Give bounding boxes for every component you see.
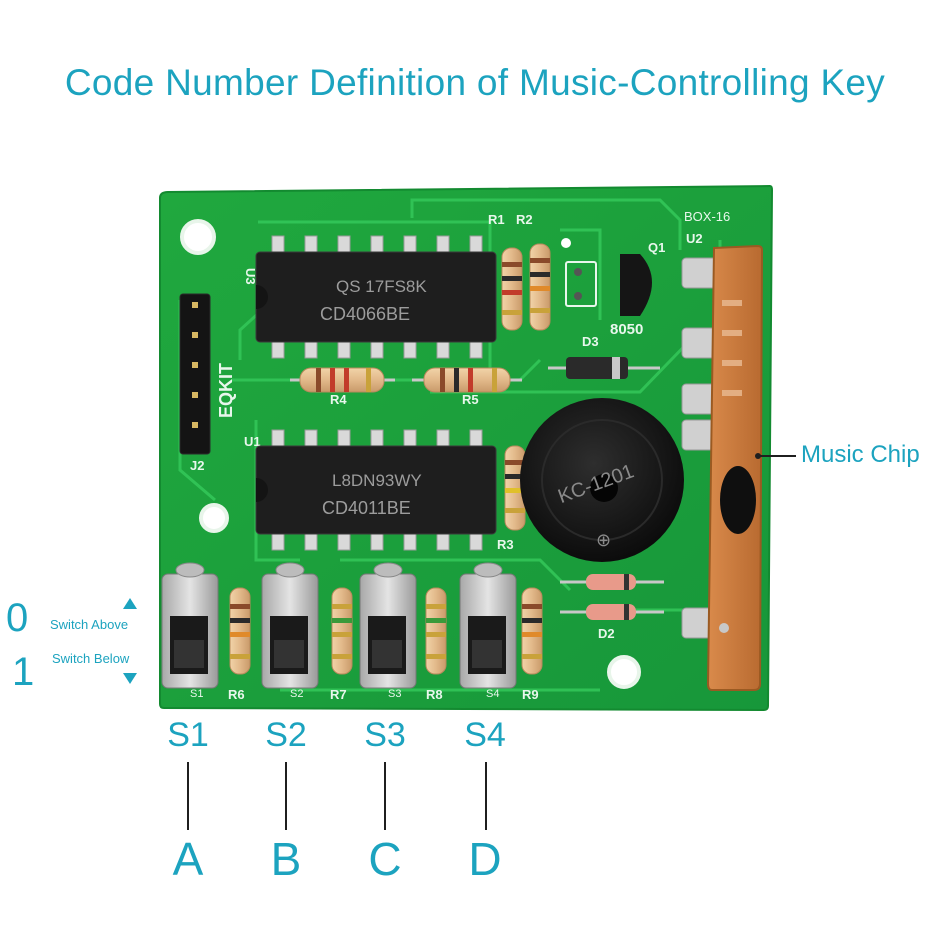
slide-switch-s2: [261, 562, 319, 689]
svg-text:⊕: ⊕: [596, 530, 611, 550]
r2-silk: R2: [516, 212, 533, 227]
resistor-r5: [412, 367, 522, 393]
switch-label-s2: S2: [265, 716, 307, 754]
resistor-r7: [331, 587, 353, 675]
ic-u3: QS 17FS8K CD4066BE: [255, 235, 497, 359]
music-chip-u2: [681, 244, 764, 691]
u3-marking-1: QS 17FS8K: [336, 277, 427, 296]
s1-silk: S1: [190, 688, 203, 700]
diode-d3: [548, 357, 660, 379]
q1-silk: Q1: [648, 240, 665, 255]
resistor-r4: [290, 367, 395, 393]
slide-switch-s3: [359, 562, 417, 689]
r8-silk: R8: [426, 687, 443, 702]
legend-one-digit: 1: [12, 650, 35, 694]
d2-silk: D2: [598, 626, 615, 641]
chip-ref-silk: U2: [686, 231, 703, 246]
switch-label-s4: S4: [464, 716, 506, 754]
music-chip-label: Music Chip: [801, 441, 920, 468]
arrow-down-icon: [123, 673, 137, 684]
legend-zero-digit: 0: [6, 596, 29, 640]
switch-label-s1: S1: [167, 716, 209, 754]
r4-silk: R4: [330, 392, 347, 407]
transistor-q1: [565, 254, 652, 316]
buzzer: KC-1201 ⊕: [520, 398, 684, 562]
code-letter-c: C: [368, 833, 402, 885]
r9-silk: R9: [522, 687, 539, 702]
connector-line-s1: [187, 762, 189, 830]
code-letter-b: B: [270, 833, 302, 885]
u1-silk: U1: [244, 434, 261, 449]
j2-silk: J2: [190, 458, 204, 473]
q1-part-silk: 8050: [610, 321, 643, 338]
connector-line-s3: [384, 762, 386, 830]
j2-pin-header: [179, 293, 211, 455]
switch-label-s3: S3: [364, 716, 406, 754]
resistor-r1: [501, 247, 523, 331]
slide-switch-s4: [459, 562, 517, 689]
code-letter-a: A: [172, 833, 204, 885]
brand-silk: EQKIT: [216, 363, 236, 418]
u3-marking-2: CD4066BE: [320, 304, 410, 324]
s3-silk: S3: [388, 688, 401, 700]
slide-switch-s1: [161, 562, 219, 689]
board-id-silk: BOX-16: [684, 209, 730, 224]
s2-silk: S2: [290, 688, 303, 700]
connector-line-s2: [285, 762, 287, 830]
resistor-r8: [425, 587, 447, 675]
r5-silk: R5: [462, 392, 479, 407]
u1-marking-1: L8DN93WY: [332, 471, 422, 490]
page-title: Code Number Definition of Music-Controll…: [64, 62, 886, 103]
ic-u1: L8DN93WY CD4011BE: [255, 429, 497, 551]
diode-d2: [560, 574, 664, 620]
r3-silk: R3: [497, 537, 514, 552]
arrow-up-icon: [123, 598, 137, 609]
u3-silk: U3: [243, 268, 258, 285]
r6-silk: R6: [228, 687, 245, 702]
connector-line-s4: [485, 762, 487, 830]
code-letter-d: D: [468, 833, 502, 885]
u1-marking-2: CD4011BE: [322, 498, 411, 518]
legend-zero-note: Switch Above: [50, 617, 129, 632]
resistor-r9: [521, 587, 543, 675]
d3-silk: D3: [582, 334, 599, 349]
r1-silk: R1: [488, 212, 505, 227]
legend-one-note: Switch Below: [52, 651, 130, 666]
resistor-r6: [229, 587, 251, 675]
r7-silk: R7: [330, 687, 347, 702]
s4-silk: S4: [486, 688, 499, 700]
resistor-r2: [529, 243, 551, 331]
